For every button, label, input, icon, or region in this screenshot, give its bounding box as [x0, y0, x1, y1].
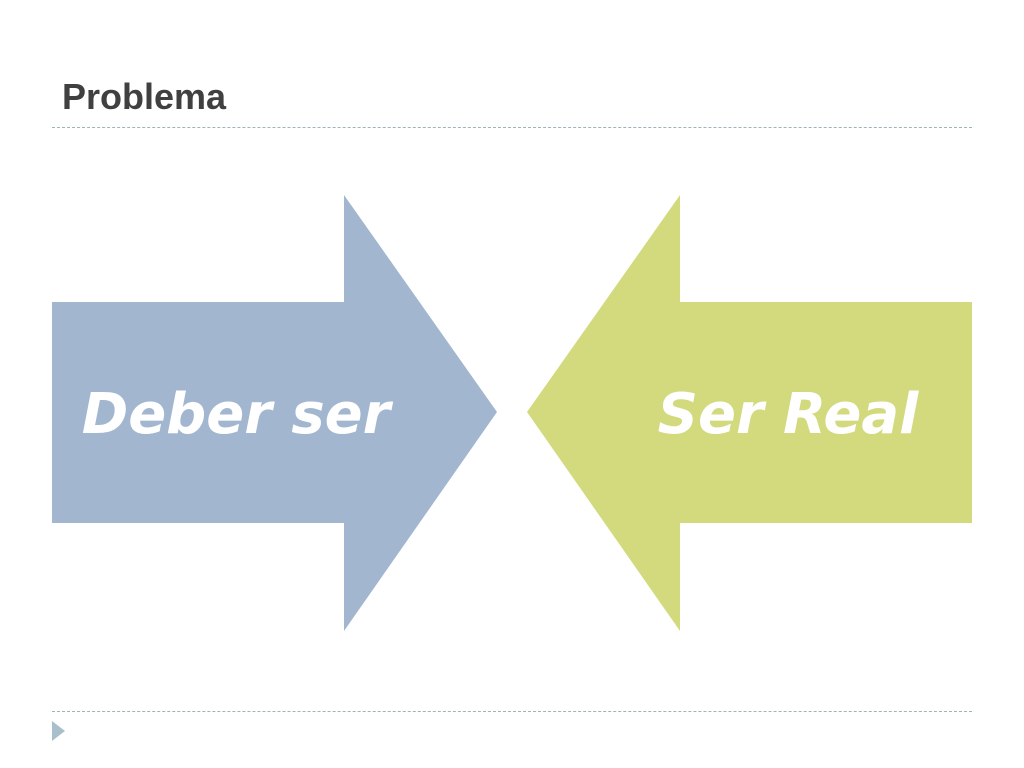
slide-title: Problema — [62, 76, 227, 117]
left-arrow — [52, 195, 497, 631]
left-arrow-label: Deber ser — [82, 382, 394, 447]
triangle-right-icon — [52, 721, 65, 741]
right-arrow-label: Ser Real — [658, 382, 920, 447]
footer-divider — [52, 711, 972, 712]
right-arrow — [527, 195, 972, 631]
title-divider — [52, 127, 972, 128]
